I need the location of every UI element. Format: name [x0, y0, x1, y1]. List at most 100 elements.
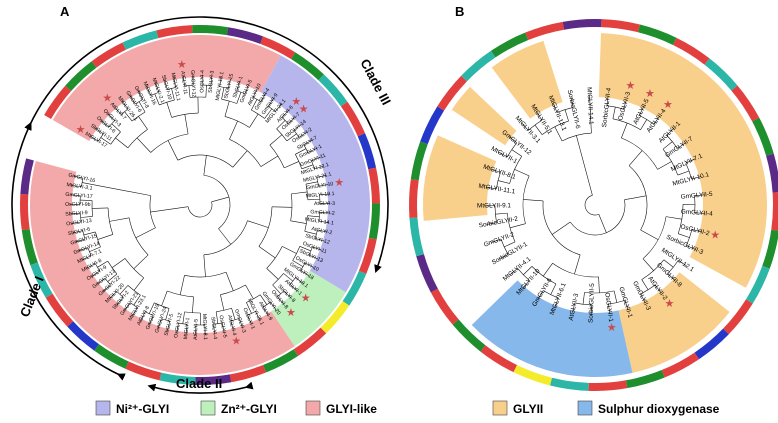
- ring-segment: [229, 365, 266, 383]
- tree-branch: [210, 75, 213, 86]
- tree-branch: [246, 302, 252, 314]
- ring-segment: [480, 345, 517, 373]
- tree-branch: [283, 290, 292, 299]
- tree-branch: [307, 198, 320, 201]
- ring-segment: [704, 58, 738, 91]
- tree-branch: [236, 90, 246, 95]
- ring-segment: [723, 299, 753, 335]
- tree-branch: [554, 126, 563, 142]
- legend-glyii-label: GLYII: [513, 402, 543, 416]
- ring-segment: [766, 153, 778, 193]
- tree-branch: [138, 101, 146, 113]
- tree-branch: [653, 115, 660, 125]
- tree-branch: [184, 114, 189, 135]
- tree-branch: [551, 221, 571, 235]
- tree-branch: [554, 297, 559, 308]
- tree-branch: [295, 277, 304, 284]
- ring-segment: [513, 364, 552, 386]
- tree-branch: [218, 228, 232, 245]
- tree-branch: [289, 284, 298, 292]
- tree-branch: [541, 120, 569, 135]
- tree-branch: [149, 315, 154, 325]
- leaf-label: MtGLYII-14.1: [585, 87, 594, 125]
- tree-branch: [678, 260, 687, 267]
- clade-i-arrow: [11, 121, 126, 381]
- tree-branch: [584, 195, 599, 216]
- panel-a-letter: A: [60, 4, 70, 19]
- tree-branch: [260, 92, 267, 102]
- ring-segment: [320, 301, 350, 334]
- ring-segment: [410, 141, 428, 181]
- tree-branch: [192, 75, 194, 86]
- ring-segment: [762, 229, 778, 269]
- star-icon: ★: [231, 334, 241, 347]
- ring-segment: [293, 327, 327, 356]
- ring-segment: [661, 352, 700, 378]
- tree-branch: [497, 180, 510, 184]
- tree-branch: [272, 273, 284, 286]
- tree-branch: [203, 174, 231, 229]
- tree-branch: [550, 283, 557, 295]
- tree-branch: [572, 302, 575, 313]
- tree-branch: [213, 324, 216, 335]
- tree-branch: [283, 273, 294, 282]
- leaf-label: SbGLYI-3: [208, 70, 216, 93]
- leaf-label: SorbicGLYII-5: [588, 283, 596, 323]
- tree-branch: [109, 217, 130, 222]
- tree-branch: [157, 318, 162, 329]
- tree-branch: [229, 120, 238, 140]
- panel-b-branches: [485, 95, 705, 315]
- tree-branch: [154, 302, 170, 309]
- tree-branch: [148, 302, 155, 314]
- tree-branch: [522, 280, 530, 289]
- tree-branch: [691, 176, 702, 180]
- panel-b-stars: ★★★★★★: [607, 79, 721, 334]
- ring-segment: [625, 370, 665, 389]
- tree-branch: [694, 212, 705, 214]
- tree-branch: [282, 246, 297, 254]
- tree-branch: [641, 279, 649, 290]
- tree-branch: [224, 100, 230, 117]
- leaf-label: MtGLYI-11.1: [170, 72, 182, 101]
- panel-a: A MtGLYI-17SbGLYI-11OsGLYI-6OsGLYI-3AtGL…: [11, 4, 394, 394]
- tree-branch: [612, 107, 616, 119]
- ring-segment: [368, 203, 380, 240]
- leaf-label: SorbicGLYII-4: [601, 87, 613, 128]
- tree-branch: [179, 275, 185, 295]
- tree-branch: [574, 254, 581, 275]
- clade-iii-label: Clade III: [357, 56, 394, 107]
- leaf-label: SbGLYI-15: [223, 73, 235, 99]
- legend-glyi-like-label: GLYI-like: [326, 402, 377, 416]
- tree-branch: [203, 254, 206, 277]
- tree-branch: [232, 150, 248, 168]
- leaf-label: OsGLYI-5: [218, 315, 228, 339]
- tree-branch: [133, 254, 149, 270]
- star-icon: ★: [286, 306, 296, 319]
- tree-branch: [508, 136, 517, 144]
- tree-branch: [691, 229, 702, 233]
- tree-branch: [507, 142, 517, 158]
- glyi-like-highlight: [52, 35, 281, 142]
- tree-branch: [504, 241, 516, 248]
- tree-branch: [499, 254, 509, 260]
- ring-segment: [638, 24, 677, 46]
- tree-branch: [598, 214, 607, 233]
- tree-branch: [115, 137, 129, 149]
- ring-segment: [752, 117, 774, 156]
- ring-segment: [91, 42, 126, 68]
- star-icon: ★: [334, 176, 344, 189]
- clade-ii-label: Clade II: [176, 376, 222, 391]
- ring-segment: [490, 32, 529, 58]
- tree-branch: [667, 260, 679, 274]
- tree-branch: [642, 258, 654, 271]
- ring-segment: [525, 21, 565, 40]
- tree-branch: [154, 93, 160, 106]
- tree-branch: [686, 229, 693, 246]
- tree-branch: [211, 196, 230, 203]
- ring-segment: [562, 19, 602, 30]
- tree-branch: [146, 86, 152, 96]
- tree-branch: [220, 294, 225, 311]
- tree-branch: [521, 122, 529, 131]
- tree-branch: [219, 76, 222, 87]
- tree-branch: [624, 300, 629, 311]
